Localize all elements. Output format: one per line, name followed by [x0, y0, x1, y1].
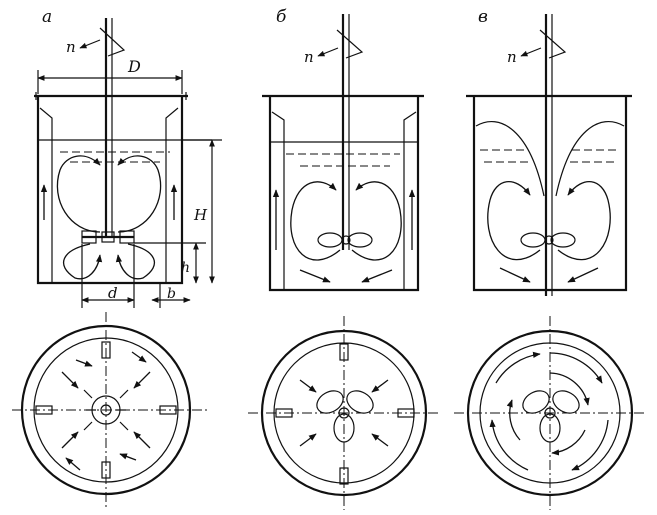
panel-c-top-view — [454, 316, 646, 510]
label-baffle-width: b — [167, 286, 176, 302]
label-impeller-diameter: d — [108, 284, 118, 302]
panel-a-rotation-label: n — [66, 38, 76, 56]
panel-a-side-view: а D n H — [34, 7, 222, 308]
panel-a-top-view — [12, 312, 208, 508]
panel-b-side-view: б n — [262, 7, 424, 292]
panel-b-top-view — [248, 316, 440, 510]
label-impeller-height: h — [181, 260, 190, 276]
panel-a-letter: а — [42, 7, 52, 27]
label-tank-diameter: D — [127, 57, 141, 76]
label-liquid-height: H — [193, 206, 208, 224]
panel-c-rotation-label: n — [507, 48, 517, 66]
panel-b-rotation-label: n — [304, 48, 314, 66]
panel-c-side-view: в n — [466, 7, 632, 296]
panel-b-letter: б — [276, 7, 287, 27]
panel-c-letter: в — [478, 7, 488, 27]
